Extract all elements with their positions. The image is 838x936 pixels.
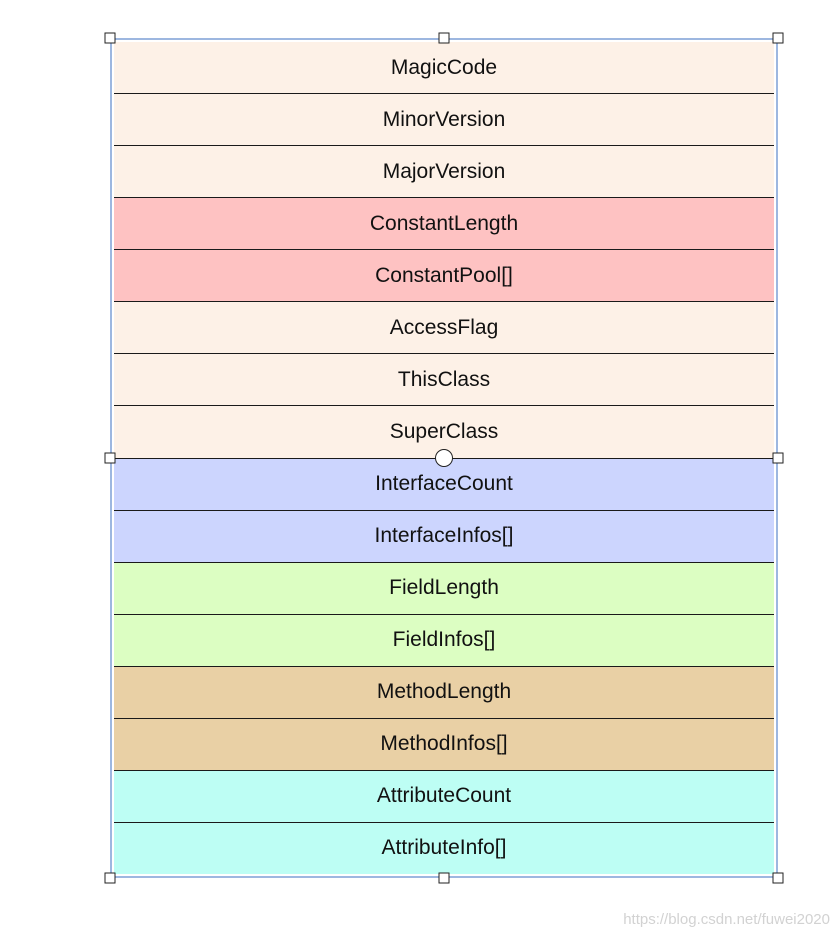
rotate-handle[interactable] xyxy=(435,449,453,467)
watermark-text: https://blog.csdn.net/fuwei2020 xyxy=(623,911,830,928)
row-constant-pool[interactable]: ConstantPool[] xyxy=(114,249,774,302)
row-method-infos[interactable]: MethodInfos[] xyxy=(114,717,774,770)
row-interface-infos[interactable]: InterfaceInfos[] xyxy=(114,509,774,562)
resize-handle-top-right[interactable] xyxy=(772,32,784,44)
resize-handle-middle-left[interactable] xyxy=(104,452,116,464)
resize-handle-top-left[interactable] xyxy=(104,32,116,44)
row-this-class[interactable]: ThisClass xyxy=(114,353,774,406)
row-attribute-count[interactable]: AttributeCount xyxy=(114,769,774,822)
resize-handle-bottom-left[interactable] xyxy=(104,872,116,884)
resize-handle-bottom-center[interactable] xyxy=(438,872,450,884)
row-magic-code[interactable]: MagicCode xyxy=(114,42,774,94)
row-method-length[interactable]: MethodLength xyxy=(114,665,774,718)
row-field-length[interactable]: FieldLength xyxy=(114,561,774,614)
row-super-class[interactable]: SuperClass xyxy=(114,405,774,458)
resize-handle-top-center[interactable] xyxy=(438,32,450,44)
structure-rows: MagicCode MinorVersion MajorVersion Cons… xyxy=(114,42,774,874)
resize-handle-middle-right[interactable] xyxy=(772,452,784,464)
row-major-version[interactable]: MajorVersion xyxy=(114,145,774,198)
row-field-infos[interactable]: FieldInfos[] xyxy=(114,613,774,666)
row-constant-length[interactable]: ConstantLength xyxy=(114,197,774,250)
class-file-structure-diagram[interactable]: MagicCode MinorVersion MajorVersion Cons… xyxy=(110,38,778,878)
row-access-flag[interactable]: AccessFlag xyxy=(114,301,774,354)
row-minor-version[interactable]: MinorVersion xyxy=(114,93,774,146)
resize-handle-bottom-right[interactable] xyxy=(772,872,784,884)
row-attribute-info[interactable]: AttributeInfo[] xyxy=(114,821,774,874)
